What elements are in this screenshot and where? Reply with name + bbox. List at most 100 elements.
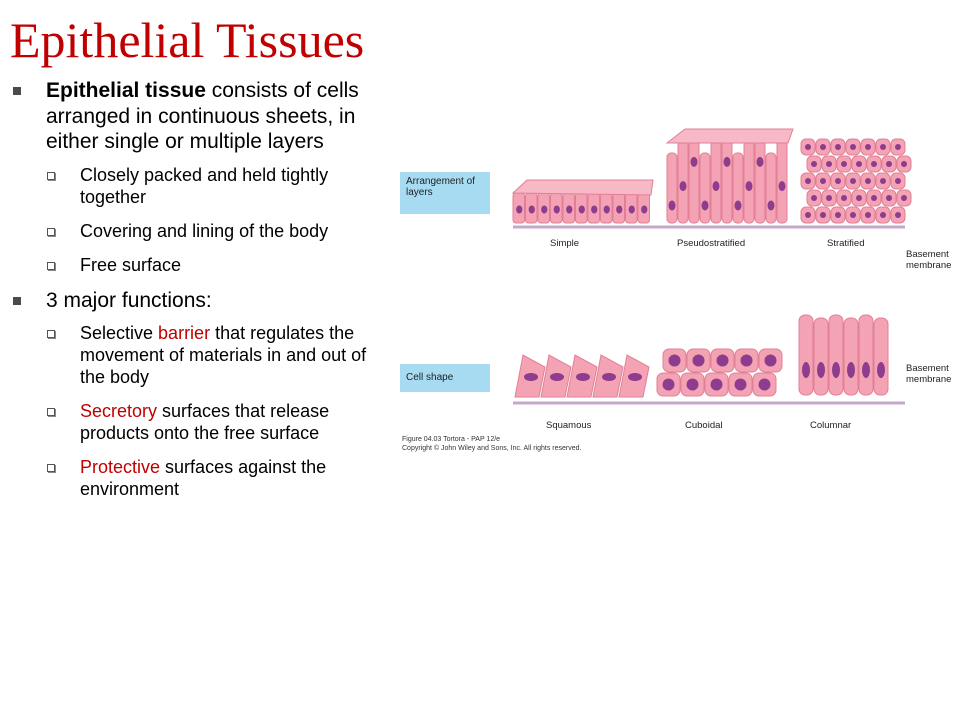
simple-nucleus xyxy=(541,205,548,214)
stratified-nucleus xyxy=(880,144,886,150)
columnar-nucleus xyxy=(817,362,825,378)
sub-bullet-closely-packed: Closely packed and held tightly together xyxy=(10,164,395,208)
cuboidal-nucleus xyxy=(668,354,681,367)
squamous-nucleus xyxy=(524,373,538,381)
stratified-nucleus xyxy=(820,178,826,184)
simple-nucleus xyxy=(628,205,635,214)
pseudostratified-cell xyxy=(765,152,777,224)
stratified-nucleus xyxy=(865,212,871,218)
stratified-nucleus xyxy=(895,212,901,218)
columnar-nucleus xyxy=(862,362,870,378)
pseudostratified-nucleus xyxy=(712,181,720,192)
simple-nucleus xyxy=(578,205,585,214)
cuboidal-nucleus xyxy=(716,354,729,367)
label-basement-membrane-1: Basement membrane xyxy=(906,249,952,271)
stratified-nucleus xyxy=(820,212,826,218)
label-simple: Simple xyxy=(550,238,580,249)
stratified-nucleus xyxy=(856,161,862,167)
cuboidal-nucleus xyxy=(662,378,675,391)
cuboidal-nucleus xyxy=(734,378,747,391)
cuboidal-nucleus xyxy=(764,354,777,367)
stratified-nucleus xyxy=(811,161,817,167)
stratified-nucleus xyxy=(886,195,892,201)
stratified-nucleus xyxy=(805,178,811,184)
pseudostratified-nucleus xyxy=(734,200,742,211)
label-basement-membrane-2: Basement membrane xyxy=(906,363,952,385)
columnar-nucleus xyxy=(877,362,885,378)
label-box-arrangement: Arrangement of layers xyxy=(400,172,490,214)
simple-nucleus xyxy=(516,205,523,214)
sub-bullet-selective-barrier: Selective barrier that regulates the mov… xyxy=(10,322,395,388)
sub-bullet-text: Selective xyxy=(80,323,159,343)
figure-caption: Figure 04.03 Tortora - PAP 12/e Copyrigh… xyxy=(402,435,581,453)
label-stratified: Stratified xyxy=(827,238,865,249)
pseudostratified-nucleus xyxy=(756,156,764,167)
cuboidal-nucleus xyxy=(710,378,723,391)
stratified-nucleus xyxy=(886,161,892,167)
stratified-nucleus xyxy=(871,161,877,167)
pseudostratified-nucleus xyxy=(668,200,676,211)
bullet-text: consists of cells arranged in continuous… xyxy=(46,79,359,153)
sub-bullet-text: surfaces that release products onto the … xyxy=(80,401,330,443)
pseudostratified-nucleus xyxy=(679,181,687,192)
columnar-cell xyxy=(813,317,829,396)
stratified-nucleus xyxy=(826,195,832,201)
stratified-nucleus xyxy=(835,144,841,150)
columnar-cell xyxy=(798,314,814,396)
pseudostratified-nucleus xyxy=(745,181,753,192)
pseudostratified-nucleus xyxy=(767,200,775,211)
cuboidal-nucleus xyxy=(758,378,771,391)
epithelium-figure: Arrangement of layers Cell shape Simple … xyxy=(395,115,960,465)
stratified-nucleus xyxy=(901,161,907,167)
simple-nucleus xyxy=(528,205,535,214)
stratified-nucleus xyxy=(880,178,886,184)
columnar-nucleus xyxy=(847,362,855,378)
stratified-nucleus xyxy=(835,178,841,184)
stratified-nucleus xyxy=(805,144,811,150)
simple-top-surface xyxy=(511,179,654,196)
squamous-nucleus xyxy=(628,373,642,381)
epithelium-illustration xyxy=(511,128,912,405)
simple-nucleus xyxy=(591,205,598,214)
columnar-cell xyxy=(843,317,859,396)
label-cuboidal: Cuboidal xyxy=(685,420,723,431)
stratified-nucleus xyxy=(880,212,886,218)
bullet-list: Epithelial tissue consists of cells arra… xyxy=(10,78,395,512)
pseudostratified-nucleus xyxy=(778,181,786,192)
slide-title: Epithelial Tissues xyxy=(10,12,365,68)
pseudostratified-nucleus xyxy=(690,156,698,167)
simple-nucleus xyxy=(566,205,573,214)
pseudostratified-top-surface xyxy=(665,128,794,144)
bullet-major-functions: 3 major functions: xyxy=(10,288,395,314)
squamous-nucleus xyxy=(602,373,616,381)
sub-bullet-red-term: Secretory xyxy=(80,401,158,421)
stratified-nucleus xyxy=(850,178,856,184)
pseudostratified-nucleus xyxy=(701,200,709,211)
stratified-nucleus xyxy=(871,195,877,201)
label-box-cell-shape: Cell shape xyxy=(400,364,490,392)
sub-bullet-free-surface: Free surface xyxy=(10,254,395,276)
cuboidal-nucleus xyxy=(692,354,705,367)
squamous-nucleus xyxy=(576,373,590,381)
label-columnar: Columnar xyxy=(810,420,852,431)
columnar-cell xyxy=(858,314,874,396)
pseudostratified-nucleus xyxy=(723,156,731,167)
sub-bullet-protective: Protective surfaces against the environm… xyxy=(10,456,395,500)
pseudostratified-cell xyxy=(732,152,744,224)
stratified-nucleus xyxy=(841,161,847,167)
columnar-nucleus xyxy=(802,362,810,378)
squamous-nucleus xyxy=(550,373,564,381)
cuboidal-nucleus xyxy=(740,354,753,367)
stratified-nucleus xyxy=(841,195,847,201)
sub-bullet-covering: Covering and lining of the body xyxy=(10,220,395,242)
sub-bullet-text: surfaces against the environment xyxy=(80,457,327,499)
pseudostratified-cell xyxy=(699,152,711,224)
bullet-bold-term: Epithelial tissue xyxy=(46,79,206,102)
columnar-nucleus xyxy=(832,362,840,378)
stratified-nucleus xyxy=(811,195,817,201)
stratified-nucleus xyxy=(895,178,901,184)
pseudostratified-cell xyxy=(666,152,678,224)
stratified-nucleus xyxy=(820,144,826,150)
stratified-nucleus xyxy=(901,195,907,201)
label-pseudostratified: Pseudostratified xyxy=(677,238,746,249)
